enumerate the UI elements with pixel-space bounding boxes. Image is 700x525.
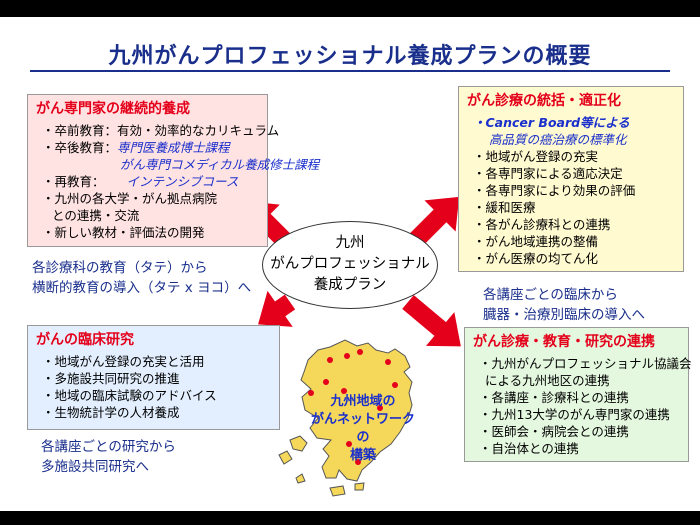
note-research-shift: 各講座ごとの研究から 多施設共同研究へ: [41, 437, 176, 477]
box-clinical-research-heading: がんの臨床研究: [36, 332, 134, 348]
item-reeducation: ・再教育：: [42, 174, 105, 189]
note-clinical-line1: 各講座ごとの臨床から: [483, 287, 618, 303]
bottom-bar: [0, 511, 700, 525]
kyushu-map: [278, 339, 413, 497]
item-kyushu-univ: ・九州の各大学・がん拠点病院: [42, 191, 218, 206]
item-dept-collab: ・各がん診療科との連携: [473, 217, 611, 232]
item-postgrad: ・卒後教育：: [42, 140, 118, 155]
note-research-line2: 多施設共同研究へ: [41, 459, 149, 475]
slide-title: 九州がんプロフェッショナル養成プランの概要: [108, 44, 592, 69]
title-underline: [30, 70, 670, 72]
map-label-line3: 構築: [349, 448, 376, 463]
course-doctoral: 専門医養成博士課程: [117, 140, 230, 155]
map-label-line1: 九州地域の: [330, 394, 396, 409]
map-city-dots: [308, 349, 398, 465]
item-equalization: ・がん医療の均てん化: [473, 251, 599, 266]
item-regional-network: ・がん地域連携の整備: [473, 234, 599, 249]
box-specialist-training: がん専門家の継続的養成 ・卒前教育：有効・効率的なカリキュラム ・卒後教育：専門…: [27, 94, 320, 247]
center-line1: 九州: [335, 235, 365, 251]
course-intensive: インテンシブコース: [126, 174, 239, 189]
item-local-gov: ・自治体との連携: [479, 441, 579, 456]
item-multicenter: ・多施設共同研究の推進: [42, 371, 180, 386]
note-clinical-shift: 各講座ごとの臨床から 臓器・治療別臨床の導入へ: [483, 285, 645, 325]
map-label-line2: がんネットワークの: [310, 412, 415, 445]
note-research-line1: 各講座ごとの研究から: [41, 439, 176, 455]
center-line2: がんプロフェッショナル: [270, 256, 430, 272]
item-indication: ・各専門家による適応決定: [473, 166, 623, 181]
box-collaboration: がん診療・教育・研究の連携 ・九州がんプロフェッショナル協議会 による九州地区の…: [464, 327, 692, 462]
item-evaluation: ・各専門家により効果の評価: [473, 183, 636, 198]
item-council: ・九州がんプロフェッショナル協議会: [479, 356, 692, 371]
center-line3: 養成プラン: [313, 277, 387, 293]
item-medical-assoc: ・医師会・病院会との連携: [479, 424, 629, 439]
arrow-lower-left: [258, 290, 296, 327]
item-standardization: 高品質の癌治療の標準化: [489, 132, 627, 147]
note-education-shift: 各診療科の教育（タテ）から 横断的教育の導入（タテ x ヨコ）へ: [32, 258, 251, 298]
item-undergrad: ・卒前教育：有効・効率的なカリキュラム: [42, 123, 280, 138]
note-education-line1: 各診療科の教育（タテ）から: [32, 260, 208, 276]
item-regional-registry: ・地域がん登録の充実: [473, 149, 599, 164]
box-collaboration-heading: がん診療・教育・研究の連携: [473, 334, 655, 350]
course-masters: がん専門コメディカル養成修士課程: [120, 157, 320, 172]
top-bar: [0, 0, 700, 17]
item-dept-link: ・各講座・診療科との連携: [479, 390, 629, 405]
arrow-lower-right: [402, 295, 461, 347]
box-clinical-research: がんの臨床研究 ・地域がん登録の充実と活用 ・多施設共同研究の推進 ・地域の臨床…: [27, 325, 280, 430]
note-education-line2: 横断的教育の導入（タテ x ヨコ）へ: [32, 280, 252, 296]
center-program-ellipse: 九州 がんプロフェッショナル 養成プラン: [262, 221, 438, 309]
item-palliative: ・緩和医療: [473, 200, 536, 215]
box-specialist-training-heading: がん専門家の継続的養成: [36, 101, 190, 117]
item-collaboration: との連携・交流: [52, 208, 140, 223]
box-cancer-care-oversight-heading: がん診療の統括・適正化: [467, 93, 621, 109]
item-cancer-board: ・Cancer Board等による: [473, 115, 630, 130]
item-council-region: による九州地区の連携: [485, 373, 610, 388]
item-registry-use: ・地域がん登録の充実と活用: [42, 354, 205, 369]
item-biostatistics: ・生物統計学の人材養成: [42, 405, 180, 420]
item-trial-advice: ・地域の臨床試験のアドバイス: [42, 388, 217, 403]
map-network-label: 九州地域の がんネットワークの 構築: [308, 393, 418, 465]
box-cancer-care-oversight: がん診療の統括・適正化 ・Cancer Board等による 高品質の癌治療の標準…: [458, 86, 684, 272]
item-13-univ: ・九州13大学のがん専門家の連携: [479, 407, 670, 422]
item-new-materials: ・新しい教材・評価法の開発: [42, 225, 205, 240]
note-clinical-line2: 臓器・治療別臨床の導入へ: [483, 307, 645, 323]
